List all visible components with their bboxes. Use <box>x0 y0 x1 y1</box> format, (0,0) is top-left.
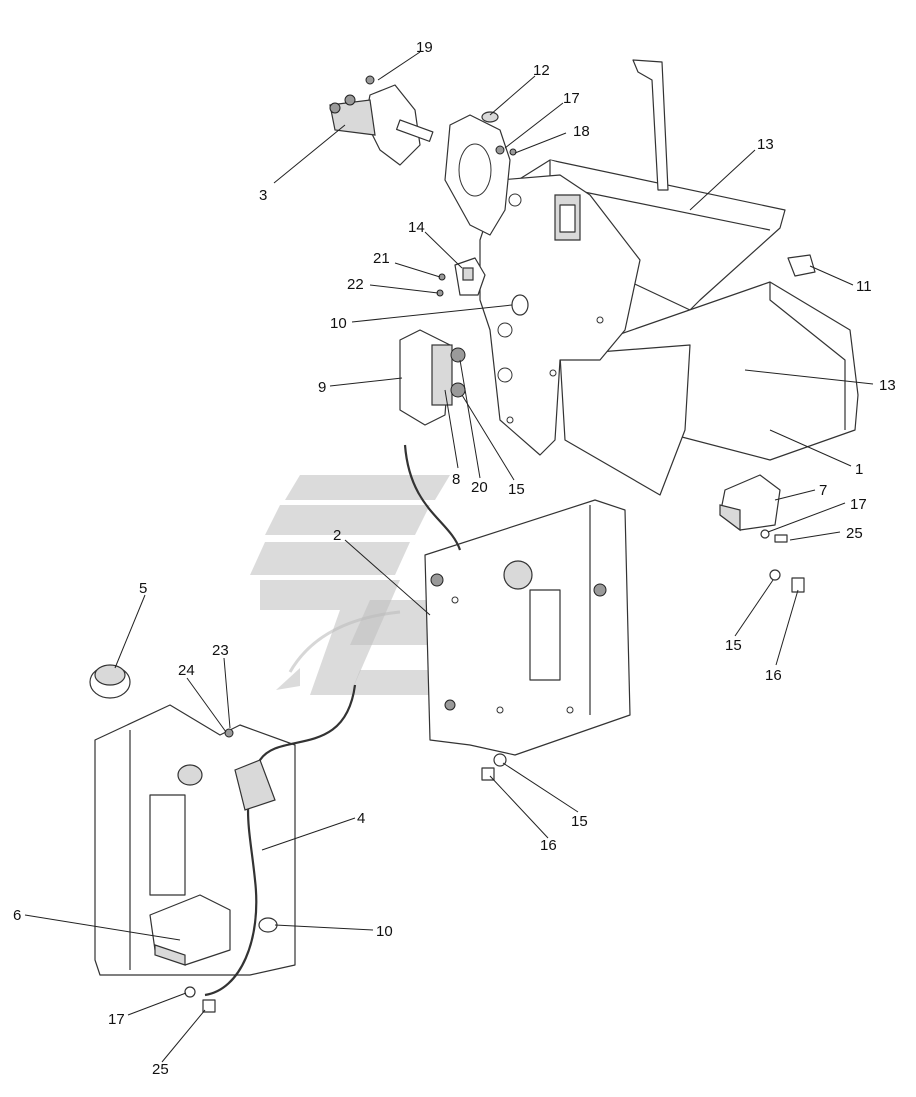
part-9-fuse-block <box>399 329 466 426</box>
part-12-flange <box>444 111 511 236</box>
callout-17-lower: 17 <box>108 1011 125 1028</box>
callout-25: 25 <box>846 525 863 542</box>
callout-16-lower: 16 <box>540 837 557 854</box>
callout-17-right: 17 <box>850 496 867 513</box>
callout-10-lower: 10 <box>376 923 393 940</box>
callout-18: 18 <box>573 123 590 140</box>
part-14-connector <box>436 257 486 297</box>
callout-21: 21 <box>373 250 390 267</box>
part-1-bracket-plate <box>479 174 641 456</box>
callout-13: 13 <box>757 136 774 153</box>
part-5-plug <box>89 664 131 699</box>
part-3-switch <box>329 75 434 166</box>
callout-13-lower: 13 <box>879 377 896 394</box>
part-6-relay <box>149 894 231 966</box>
part-2-panel <box>424 499 631 756</box>
callout-7: 7 <box>819 482 827 499</box>
callout-17: 17 <box>563 90 580 107</box>
callout-15: 15 <box>508 481 525 498</box>
callout-24: 24 <box>178 662 195 679</box>
callout-23: 23 <box>212 642 229 659</box>
callout-19: 19 <box>416 39 433 56</box>
callout-3: 3 <box>259 187 267 204</box>
callout-10: 10 <box>330 315 347 332</box>
callout-1: 1 <box>855 461 863 478</box>
callout-16-right: 16 <box>765 667 782 684</box>
callout-14: 14 <box>408 219 425 236</box>
callout-6: 6 <box>13 907 21 924</box>
callout-22: 22 <box>347 276 364 293</box>
callout-9: 9 <box>318 379 326 396</box>
part-11-clip <box>787 254 816 277</box>
callout-12: 12 <box>533 62 550 79</box>
callout-15-right: 15 <box>725 637 742 654</box>
callout-20: 20 <box>471 479 488 496</box>
callout-5: 5 <box>139 580 147 597</box>
callout-11: 11 <box>856 278 872 295</box>
part-13-lower-tray <box>559 281 859 496</box>
callout-8: 8 <box>452 471 460 488</box>
callout-25-lower: 25 <box>152 1061 169 1078</box>
callout-2: 2 <box>333 527 341 544</box>
callout-15-lower: 15 <box>571 813 588 830</box>
callout-labels: 19 12 17 18 3 13 14 21 22 11 10 9 13 8 2… <box>13 39 896 1078</box>
leader-lines <box>24 51 874 1063</box>
part-7-relay <box>719 474 781 532</box>
part-10-grommet-upper <box>511 294 529 316</box>
fasteners <box>184 145 805 1013</box>
wiring-harness <box>204 444 462 997</box>
callout-4: 4 <box>357 810 365 827</box>
